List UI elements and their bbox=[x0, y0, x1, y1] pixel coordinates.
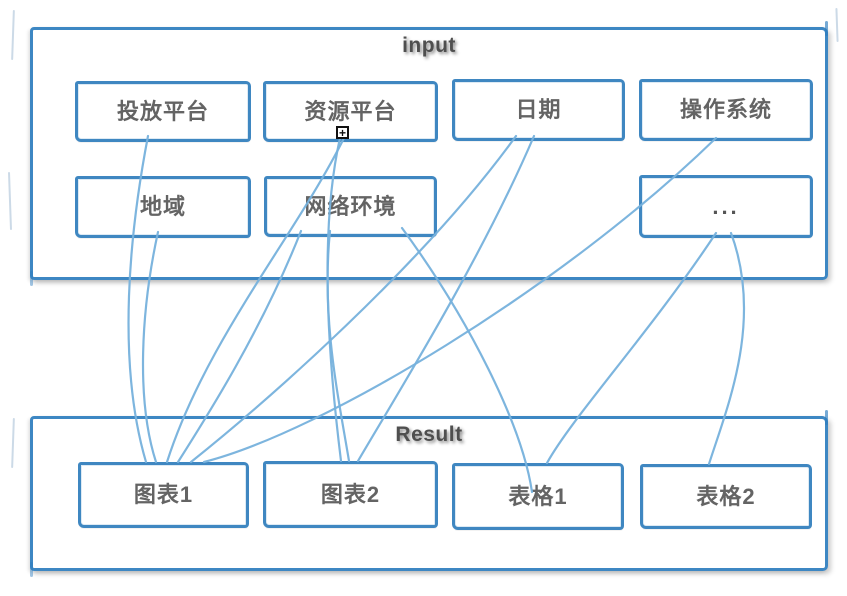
node-region-label: 地域 bbox=[139, 194, 186, 219]
sketch-stroke bbox=[11, 9, 15, 61]
input-group-container[interactable]: input bbox=[30, 21, 828, 286]
node-table-1[interactable]: 表格1 bbox=[452, 463, 624, 530]
node-table-2[interactable]: 表格2 bbox=[640, 464, 812, 529]
node-more-label: ... bbox=[712, 193, 740, 219]
node-network-env[interactable]: 网络环境 bbox=[264, 176, 437, 237]
node-chart-1-label: 图表1 bbox=[133, 482, 194, 507]
edge-date-to-chart-1[interactable] bbox=[189, 134, 518, 464]
node-ad-platform[interactable]: 投放平台 bbox=[75, 81, 251, 142]
edge-ad-platform-to-chart-1[interactable] bbox=[127, 134, 150, 464]
edge-more-to-table-1[interactable] bbox=[545, 231, 718, 465]
sketch-stroke bbox=[11, 417, 15, 469]
edge-resource-platform-to-chart-1[interactable] bbox=[165, 136, 346, 464]
node-ad-platform-label: 投放平台 bbox=[116, 98, 209, 124]
input-group-title: input bbox=[402, 34, 456, 57]
node-date[interactable]: 日期 bbox=[452, 79, 625, 141]
node-network-env-label: 网络环境 bbox=[304, 193, 397, 219]
crosshair-plus-cursor: + bbox=[336, 126, 349, 139]
node-chart-1[interactable]: 图表1 bbox=[78, 462, 249, 528]
sketch-stroke bbox=[7, 171, 13, 231]
node-resource-platform[interactable]: 资源平台 bbox=[263, 81, 438, 142]
node-resource-platform-label: 资源平台 bbox=[304, 98, 397, 124]
sketch-stroke bbox=[835, 7, 839, 43]
node-chart-2-label: 图表2 bbox=[320, 481, 381, 507]
node-table-2-label: 表格2 bbox=[696, 483, 756, 509]
node-date-label: 日期 bbox=[515, 97, 562, 122]
edge-more-to-table-2[interactable] bbox=[707, 231, 746, 466]
edge-region-to-chart-1[interactable] bbox=[141, 230, 160, 464]
edge-os-to-chart-1[interactable] bbox=[202, 136, 718, 464]
node-table-1-label: 表格1 bbox=[508, 483, 568, 509]
edge-network-env-to-chart-2[interactable] bbox=[326, 229, 351, 463]
edge-network-env-to-chart-1[interactable] bbox=[176, 229, 303, 464]
node-os[interactable]: 操作系统 bbox=[639, 79, 813, 141]
node-region[interactable]: 地域 bbox=[75, 176, 251, 238]
edge-date-to-chart-2[interactable] bbox=[356, 134, 536, 463]
result-group-title: Result bbox=[395, 423, 463, 446]
result-group-container[interactable]: Result bbox=[30, 410, 828, 577]
node-chart-2[interactable]: 图表2 bbox=[263, 461, 438, 528]
edge-network-env-to-table-1[interactable] bbox=[400, 226, 534, 494]
node-os-label: 操作系统 bbox=[679, 97, 772, 122]
